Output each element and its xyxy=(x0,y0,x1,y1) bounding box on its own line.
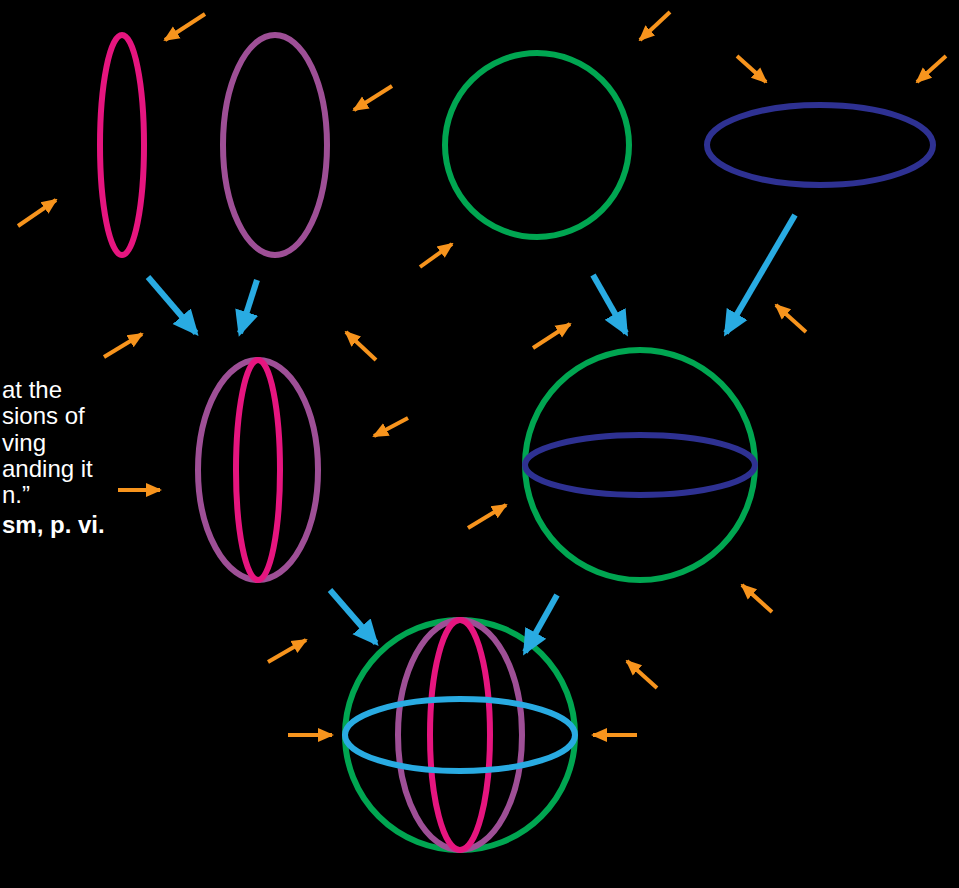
quote-text: sm, p. vi. xyxy=(2,511,105,539)
green-circle xyxy=(445,53,629,237)
orange-arrow xyxy=(374,418,408,436)
orange-arrow xyxy=(165,14,205,40)
quote-text: ving xyxy=(2,429,46,457)
blue-arrow xyxy=(148,277,196,333)
orange-arrow xyxy=(627,661,657,688)
orange-arrow xyxy=(917,56,946,82)
quote-text: anding it xyxy=(2,455,93,483)
blue-arrow xyxy=(240,280,257,333)
quote-text: sions of xyxy=(2,402,85,430)
quote-text: n.” xyxy=(2,481,30,509)
orange-arrow xyxy=(640,12,670,40)
purple-ellipse xyxy=(198,360,318,580)
navy-ellipse xyxy=(707,105,933,185)
orange-arrow xyxy=(468,505,506,528)
blue-arrow xyxy=(525,595,557,652)
pink-ellipse xyxy=(236,360,280,580)
orange-arrow xyxy=(288,733,332,737)
purple-ellipse xyxy=(223,35,327,255)
pink-ellipse xyxy=(430,620,490,850)
orange-arrow xyxy=(533,324,570,348)
ellipse-row-2 xyxy=(198,350,755,580)
orange-arrow xyxy=(593,733,637,737)
blue-arrows xyxy=(148,215,795,652)
orange-arrow xyxy=(776,305,806,332)
orange-arrow xyxy=(737,56,766,82)
orange-arrow xyxy=(118,488,160,492)
orange-arrow xyxy=(354,86,392,110)
quote-text: at the xyxy=(2,376,62,404)
orange-arrow xyxy=(420,244,452,267)
lightblue-ellipse xyxy=(345,699,575,771)
orange-arrow xyxy=(268,640,306,662)
pink-ellipse xyxy=(100,35,144,255)
ellipse-row-1 xyxy=(100,35,933,255)
purple-ellipse xyxy=(398,620,522,850)
blue-arrow xyxy=(330,590,376,643)
navy-ellipse xyxy=(525,435,755,495)
blue-arrow xyxy=(593,275,626,333)
orange-arrow xyxy=(18,200,56,226)
green-circle xyxy=(525,350,755,580)
orange-arrows xyxy=(18,12,946,735)
orange-arrow xyxy=(104,334,142,357)
orange-arrow xyxy=(346,332,376,360)
ellipse-sphere xyxy=(345,620,575,850)
green-circle xyxy=(345,620,575,850)
orange-arrow xyxy=(742,585,772,612)
